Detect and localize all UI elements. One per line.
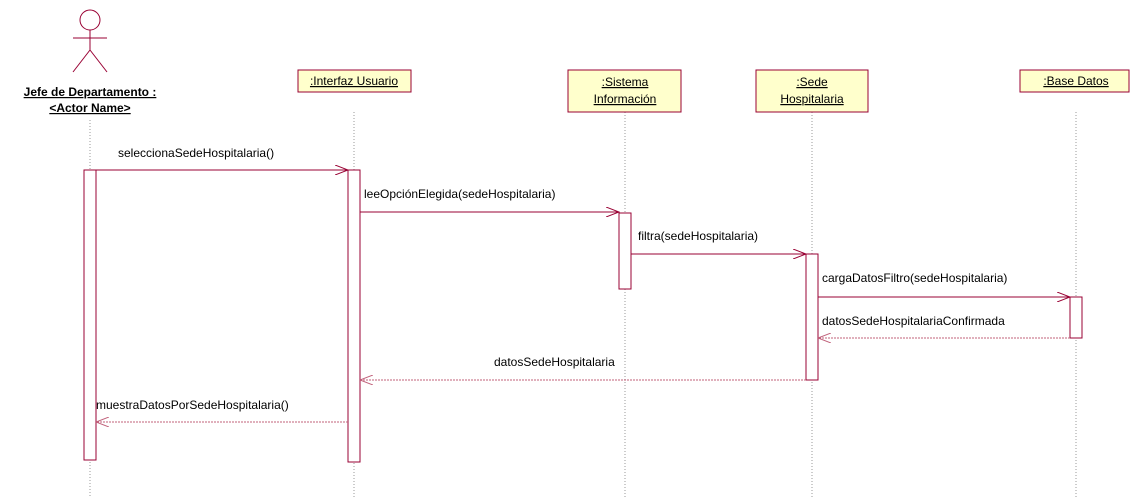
message-label: leeOpciónElegida(sedeHospitalaria) <box>364 187 555 201</box>
message-label: filtra(sedeHospitalaria) <box>638 229 758 243</box>
object-box <box>755 69 869 113</box>
message-3[interactable]: filtra(sedeHospitalaria) <box>631 229 806 254</box>
message-1[interactable]: seleccionaSedeHospitalaria() <box>96 146 348 170</box>
object-base-datos[interactable]: :Base Datos <box>1019 69 1130 93</box>
object-interfaz-usuario[interactable]: :Interfaz Usuario <box>297 69 412 93</box>
message-6-return[interactable]: datosSedeHospitalaria <box>360 355 806 380</box>
actor[interactable]: Jefe de Departamento : <Actor Name> <box>24 9 157 115</box>
activation-bd <box>1069 296 1083 339</box>
object-label-line-1: :Sede <box>796 75 828 89</box>
actor-label-line-1: Jefe de Departamento : <box>24 85 157 99</box>
activation-sistema <box>618 212 632 290</box>
message-label: seleccionaSedeHospitalaria() <box>118 146 274 160</box>
object-label: :Base Datos <box>1043 74 1108 88</box>
object-sistema-informacion[interactable]: :Sistema Información <box>567 69 682 113</box>
object-sede-hospitalaria[interactable]: :Sede Hospitalaria <box>755 69 869 113</box>
message-4[interactable]: cargaDatosFiltro(sedeHospitalaria) <box>818 271 1070 297</box>
object-box <box>1019 69 1130 93</box>
object-box <box>567 69 682 113</box>
activation-actor <box>83 169 97 461</box>
stick-figure-icon <box>72 9 108 73</box>
message-label: cargaDatosFiltro(sedeHospitalaria) <box>822 271 1007 285</box>
message-label: datosSedeHospitalariaConfirmada <box>822 314 1005 328</box>
message-5-return[interactable]: datosSedeHospitalariaConfirmada <box>818 314 1070 338</box>
object-label: :Interfaz Usuario <box>310 74 398 88</box>
message-label: muestraDatosPorSedeHospitalaria() <box>96 398 289 412</box>
message-label: datosSedeHospitalaria <box>494 355 615 369</box>
object-label-line-1: :Sistema <box>602 75 649 89</box>
message-2[interactable]: leeOpciónElegida(sedeHospitalaria) <box>360 187 619 212</box>
message-7-return[interactable]: muestraDatosPorSedeHospitalaria() <box>96 398 348 422</box>
activation-sede <box>805 253 819 381</box>
activation-interfaz <box>347 169 361 463</box>
object-label-line-2: Hospitalaria <box>780 92 844 106</box>
actor-label-line-2: <Actor Name> <box>49 101 130 115</box>
activations <box>83 169 1083 463</box>
object-box <box>297 69 412 93</box>
object-label-line-2: Información <box>594 92 657 106</box>
